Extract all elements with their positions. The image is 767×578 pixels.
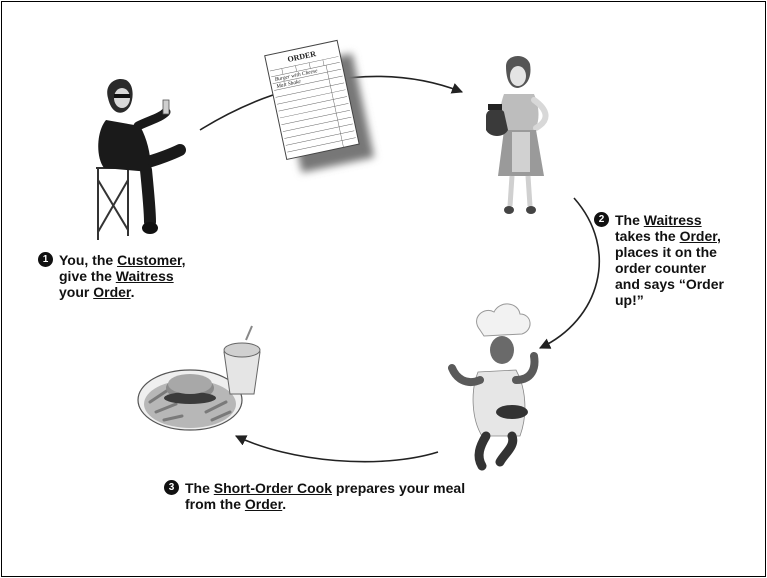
- order-term: Order: [93, 284, 131, 300]
- order-slip-line-2: Malt Shake: [275, 79, 302, 90]
- meal-image: [137, 325, 261, 431]
- step-1-text: You, the: [59, 252, 118, 268]
- waitress-term: Waitress: [643, 212, 702, 228]
- step-2-text: ,: [716, 228, 721, 244]
- step-3-text: .: [282, 496, 287, 512]
- order-slip-image: ORDER Burger with: [264, 39, 375, 173]
- arrow-waitress-to-cook: [538, 197, 600, 349]
- step-2-caption: 2 The Waitress takes the Order, places i…: [594, 212, 724, 308]
- step-1-number-badge: 1: [38, 252, 53, 267]
- arrow-cook-to-meal: [234, 435, 439, 463]
- cook-image: [448, 303, 539, 471]
- step-1-text: .: [130, 284, 135, 300]
- step-3-caption: 3 The Short-Order Cook prepares your mea…: [164, 480, 465, 512]
- short-order-cook-term: Short-Order Cook: [213, 480, 333, 496]
- order-term: Order: [244, 496, 283, 512]
- step-1-text: give the: [59, 268, 116, 284]
- step-2-text: and says “Order: [615, 276, 724, 292]
- waitress-image: [486, 55, 549, 214]
- step-3-text: from the: [185, 496, 245, 512]
- step-2-text: places it on the: [615, 244, 717, 260]
- step-3-number-badge: 3: [164, 480, 179, 495]
- step-2-text: order counter: [615, 260, 707, 276]
- step-3-text: The: [185, 480, 214, 496]
- step-2-text: up!”: [615, 292, 644, 308]
- step-3-text: prepares your meal: [332, 480, 466, 496]
- waitress-term: Waitress: [115, 268, 174, 284]
- step-1-caption: 1 You, the Customer, give the Waitress y…: [38, 252, 186, 300]
- step-2-text: The: [615, 212, 644, 228]
- order-term: Order: [679, 228, 717, 244]
- customer-term: Customer: [117, 252, 182, 268]
- step-2-text: takes the: [615, 228, 680, 244]
- step-2-number-badge: 2: [594, 212, 609, 227]
- step-1-text: ,: [181, 252, 186, 268]
- customer-image: [96, 78, 186, 240]
- step-1-text: your: [59, 284, 94, 300]
